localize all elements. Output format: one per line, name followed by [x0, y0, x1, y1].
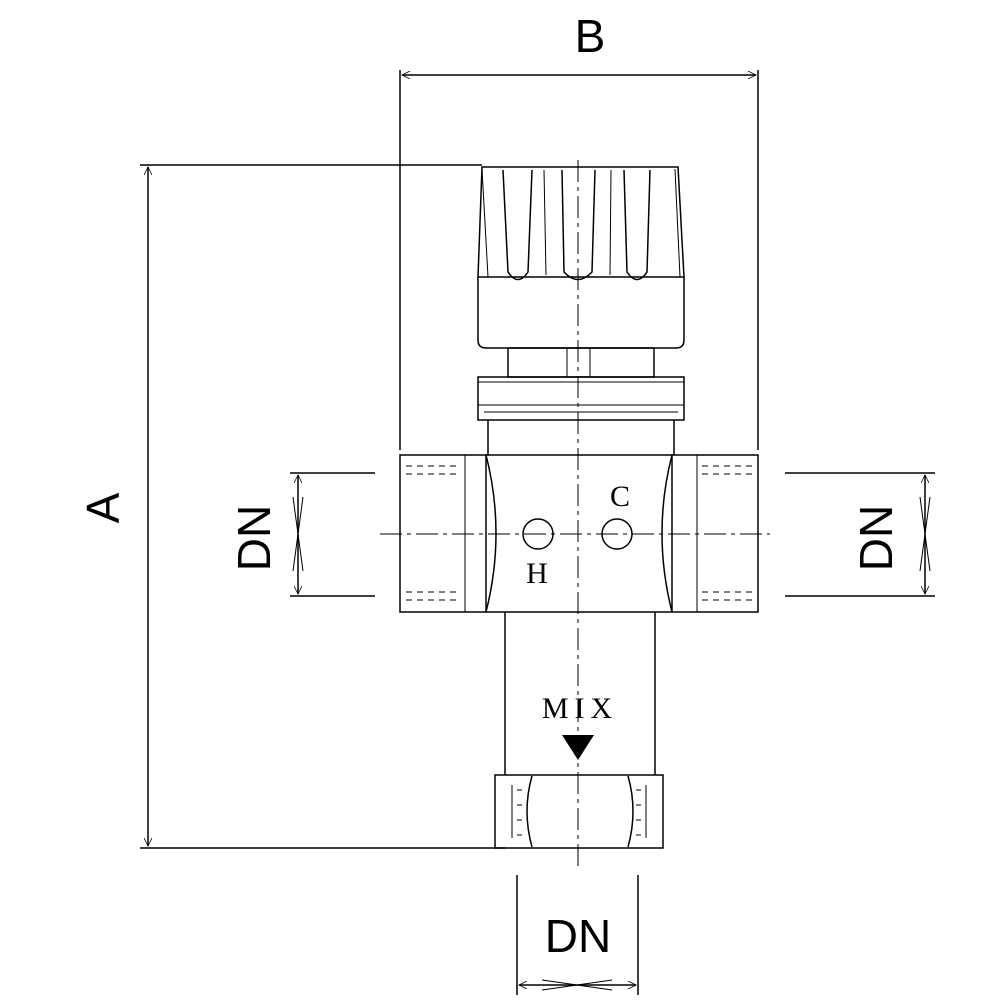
dimension-b-label: B: [575, 10, 606, 62]
dimension-dn-right-label: DN: [850, 505, 902, 571]
dimension-dn-left: [290, 472, 375, 597]
dimension-dn-bottom: [516, 875, 639, 995]
mix-port-label: MIX: [542, 692, 618, 725]
dimension-dn-left-label: DN: [228, 505, 280, 571]
outlet-leg: [504, 612, 656, 775]
hot-port-label: H: [526, 557, 548, 590]
mix-flow-arrow: [562, 735, 594, 760]
adjustment-knob: [477, 166, 685, 349]
dimension-b: [399, 70, 759, 450]
center-lines: [380, 160, 770, 870]
dimension-dn-right: [785, 472, 935, 597]
dimension-dn-bottom-label: DN: [545, 910, 611, 962]
valve-body: [399, 454, 759, 613]
bonnet-nut: [477, 376, 685, 455]
valve-stem: [507, 347, 655, 378]
cold-port-label: C: [610, 480, 630, 513]
outlet-nut: [494, 774, 664, 849]
dimension-a-label: A: [77, 492, 129, 523]
dimension-a: [140, 164, 505, 849]
